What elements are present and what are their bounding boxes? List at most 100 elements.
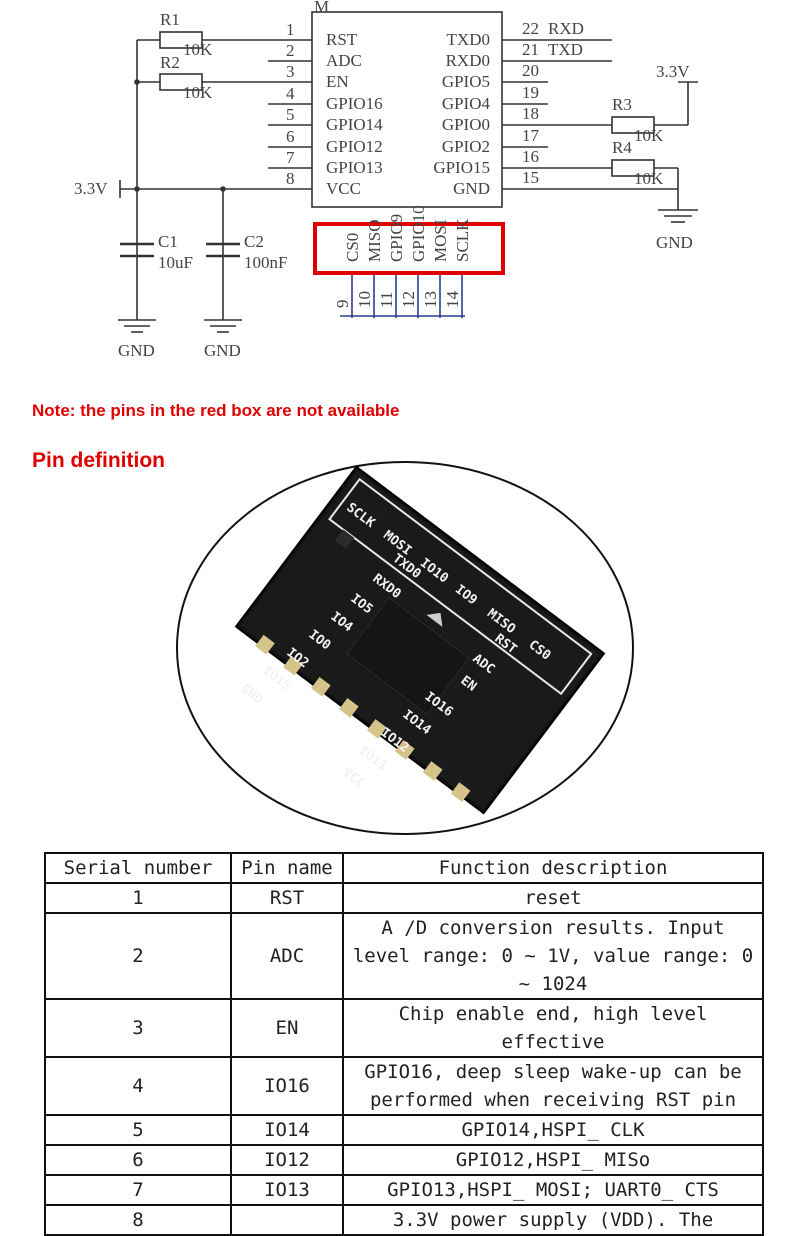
serial-number-cell: 6: [44, 1144, 232, 1176]
capacitor-value: 10uF: [158, 253, 193, 272]
bottom-pin-number: 12: [399, 291, 418, 308]
table-row: 6 IO12 GPIO12,HSPI_ MISo: [44, 1144, 764, 1176]
pin-name-cell: IO13: [230, 1174, 344, 1206]
gnd-label: GND: [118, 341, 155, 360]
serial-number-cell: 4: [44, 1056, 232, 1116]
pin-name: GPIO15: [433, 158, 490, 177]
pin-name: ADC: [326, 51, 362, 70]
pin-number: 17: [522, 126, 540, 145]
serial-number-cell: 3: [44, 998, 232, 1058]
function-description-cell: A /D conversion results. Input level ran…: [342, 912, 764, 1000]
pin-name-cell: EN: [230, 998, 344, 1058]
note-emphasis: not available: [296, 401, 400, 420]
pin-number: 20: [522, 61, 539, 80]
supply-label: 3.3V: [74, 179, 108, 198]
module-body: [311, 11, 503, 208]
function-description-cell: reset: [342, 882, 764, 914]
net-label: TXD: [548, 40, 583, 59]
bottom-pin-name: GPIO10: [409, 205, 428, 262]
pin-number: 16: [522, 147, 539, 166]
pin-name-cell: IO12: [230, 1144, 344, 1176]
capacitor-ref: C2: [244, 232, 264, 251]
pin-name: TXD0: [447, 30, 490, 49]
pin-number: 19: [522, 83, 539, 102]
bottom-pin-number: 14: [443, 291, 462, 309]
bottom-pin-name: GPIO9: [387, 214, 406, 262]
pin-name: GPIO16: [326, 94, 383, 113]
schematic-diagram: M 1 2 3 4 5 6 7 8 RST ADC EN GPIO16 GPIO…: [74, 0, 698, 360]
pin-number: 3: [286, 62, 295, 81]
pin-name-cell: [230, 1204, 344, 1236]
serial-number-cell: 1: [44, 882, 232, 914]
bottom-pin-number: 13: [421, 291, 440, 308]
pin-number: 8: [286, 169, 295, 188]
pin-number: 15: [522, 168, 539, 187]
pin-name-cell: RST: [230, 882, 344, 914]
serial-number-cell: 2: [44, 912, 232, 1000]
pin-name-cell: ADC: [230, 912, 344, 1000]
column-header-function-description: Function description: [342, 852, 764, 884]
table-row: 8 3.3V power supply (VDD). The: [44, 1204, 764, 1236]
pin-number: 5: [286, 105, 295, 124]
bottom-pin-name: SCLK: [453, 218, 472, 262]
function-description-cell: GPIO12,HSPI_ MISo: [342, 1144, 764, 1176]
pin-name: GPIO2: [442, 137, 490, 156]
table-row: 1 RST reset: [44, 882, 764, 914]
function-description-cell: GPIO13,HSPI_ MOSI; UART0_ CTS: [342, 1174, 764, 1206]
pin-definition-heading: Pin definition: [32, 449, 165, 472]
pin-name: GPIO5: [442, 72, 490, 91]
pin-name: GPIO13: [326, 158, 383, 177]
gnd-label: GND: [204, 341, 241, 360]
pin-name: EN: [326, 72, 349, 91]
serial-number-cell: 5: [44, 1114, 232, 1146]
table-row: 3 EN Chip enable end, high level effecti…: [44, 998, 764, 1058]
pin-name: RST: [326, 30, 358, 49]
bottom-pin-name: MISO: [365, 219, 384, 262]
bottom-pin-name: CS0: [343, 233, 362, 262]
table-header-row: Serial number Pin name Function descript…: [44, 852, 764, 884]
pin-number: 4: [286, 84, 295, 103]
pin-name: RXD0: [446, 51, 490, 70]
pin-name-cell: IO14: [230, 1114, 344, 1146]
column-header-pin-name: Pin name: [230, 852, 344, 884]
pin-number: 2: [286, 41, 295, 60]
capacitor-ref: C1: [158, 232, 178, 251]
resistor-value: 10K: [634, 126, 664, 145]
function-description-cell: GPIO14,HSPI_ CLK: [342, 1114, 764, 1146]
table-row: 7 IO13 GPIO13,HSPI_ MOSI; UART0_ CTS: [44, 1174, 764, 1206]
pin-name: GPIO12: [326, 137, 383, 156]
unavailable-pins-note: Note: the pins in the red box are not av…: [32, 401, 399, 421]
pin-number: 1: [286, 20, 295, 39]
module-label: M: [314, 0, 329, 16]
resistor-ref: R1: [160, 10, 180, 29]
table-row: 5 IO14 GPIO14,HSPI_ CLK: [44, 1114, 764, 1146]
bottom-pin-name: MOSI: [431, 219, 450, 262]
note-prefix: Note: the pins in the red box are: [32, 401, 297, 420]
unavailable-pins-highlight: [313, 222, 505, 275]
capacitor-value: 100nF: [244, 253, 287, 272]
bottom-pin-number: 11: [377, 292, 396, 308]
function-description-cell: GPIO16, deep sleep wake-up can be perfor…: [342, 1056, 764, 1116]
module-photo: SCLK MOSI IO10 IO9 MISO CS0 TXD0 RXD0 IO…: [176, 461, 634, 835]
serial-number-cell: 8: [44, 1204, 232, 1236]
pin-number: 7: [286, 148, 295, 167]
pin-number: 22: [522, 19, 539, 38]
pin-number: 21: [522, 40, 539, 59]
pin-name-cell: IO16: [230, 1056, 344, 1116]
gnd-label: GND: [656, 233, 693, 252]
serial-number-cell: 7: [44, 1174, 232, 1206]
function-description-cell: Chip enable end, high level effective: [342, 998, 764, 1058]
pin-number: 18: [522, 104, 539, 123]
table-row: 4 IO16 GPIO16, deep sleep wake-up can be…: [44, 1056, 764, 1116]
resistor-value: 10K: [183, 40, 213, 59]
column-header-serial-number: Serial number: [44, 852, 232, 884]
resistor-value: 10K: [634, 169, 664, 188]
net-label: RXD: [548, 19, 584, 38]
function-description-cell: 3.3V power supply (VDD). The: [342, 1204, 764, 1236]
pin-number: 6: [286, 127, 295, 146]
resistor-value: 10K: [183, 83, 213, 102]
resistor-ref: R4: [612, 138, 632, 157]
pin-function-table: Serial number Pin name Function descript…: [44, 852, 764, 1236]
supply-label: 3.3V: [656, 62, 690, 81]
pin-name: GPIO0: [442, 115, 490, 134]
